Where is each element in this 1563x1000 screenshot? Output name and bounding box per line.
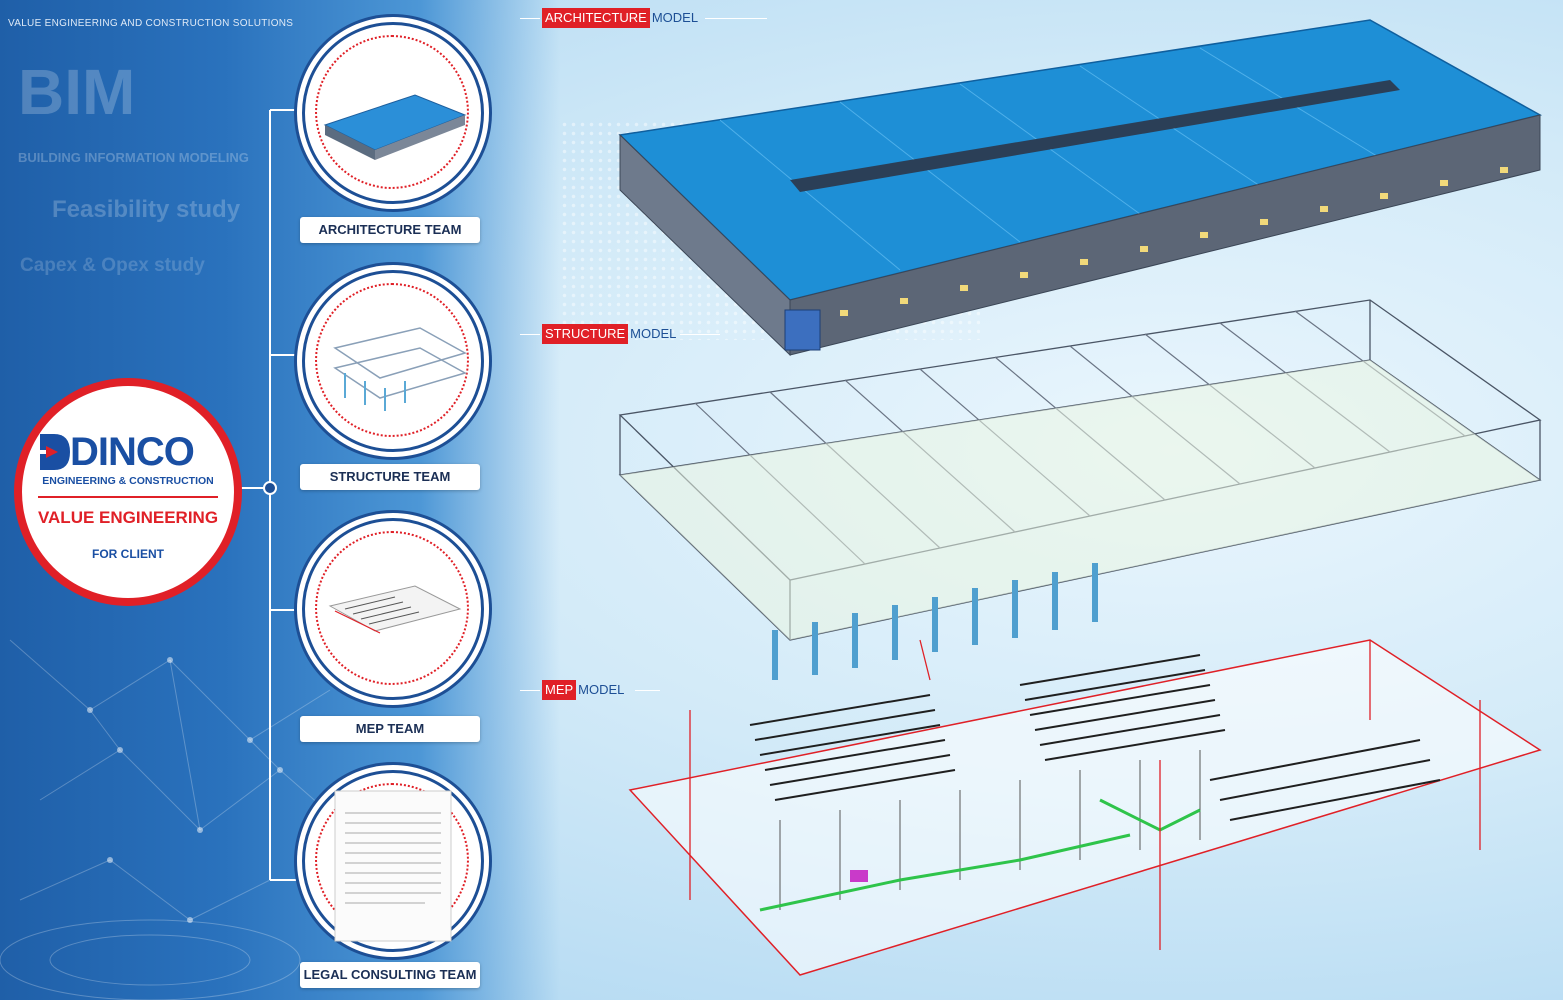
brand-name: DINCO	[70, 430, 195, 474]
legal-team-thumbnail	[302, 770, 484, 952]
model-suffix: MODEL	[651, 10, 699, 25]
model-suffix: MODEL	[630, 326, 677, 341]
dotted-ring	[315, 283, 469, 437]
tagline: VALUE ENGINEERING AND CONSTRUCTION SOLUT…	[8, 18, 294, 29]
network-decoration	[0, 639, 361, 1000]
architecture-model-drawing	[618, 19, 1543, 357]
frame-thumbnail-icon	[333, 327, 467, 411]
model-highlight: MEP	[542, 680, 577, 700]
title-rule	[520, 18, 540, 19]
title-rule	[520, 334, 540, 335]
mep-team-thumbnail	[302, 518, 484, 700]
title-rule	[680, 334, 720, 335]
title-rule	[705, 18, 767, 19]
structure-model-drawing	[618, 299, 1542, 680]
dinco-logo-icon	[38, 434, 70, 470]
title-rule	[520, 690, 540, 691]
mep-equipment	[850, 870, 868, 882]
model-suffix: MODEL	[578, 682, 625, 697]
architecture-team-label: ARCHITECTURE TEAM	[300, 217, 480, 243]
mep-thumbnail-icon	[328, 585, 462, 634]
capex-opex-text: Capex & Opex study	[20, 255, 205, 276]
for-client-text: FOR CLIENT	[92, 547, 164, 561]
brand-subtitle: ENGINEERING & CONSTRUCTION	[42, 475, 214, 487]
bim-subtitle: BUILDING INFORMATION MODELING	[18, 150, 249, 165]
connector-tree	[240, 109, 300, 881]
mep-model-drawing	[628, 639, 1542, 976]
building-thumbnail-icon	[323, 94, 467, 160]
mep-team-label: MEP TEAM	[300, 716, 480, 742]
dotted-ring	[315, 531, 469, 685]
hub-circle-inner	[22, 386, 234, 598]
structure-team-thumbnail	[302, 270, 484, 452]
dotted-ring	[315, 35, 469, 189]
bim-heading: BIM	[18, 56, 136, 128]
structure-team-label: STRUCTURE TEAM	[300, 464, 480, 490]
certificate-document-icon	[334, 790, 452, 942]
value-engineering-text: VALUE ENGINEERING	[37, 508, 219, 527]
model-highlight: STRUCTURE	[542, 324, 629, 344]
legal-consulting-team-label: LEGAL CONSULTING TEAM	[300, 962, 480, 988]
hub-divider	[38, 496, 218, 498]
model-highlight: ARCHITECTURE	[542, 8, 650, 28]
title-rule	[635, 690, 660, 691]
feasibility-study-text: Feasibility study	[52, 196, 241, 223]
architecture-team-thumbnail	[302, 22, 484, 204]
